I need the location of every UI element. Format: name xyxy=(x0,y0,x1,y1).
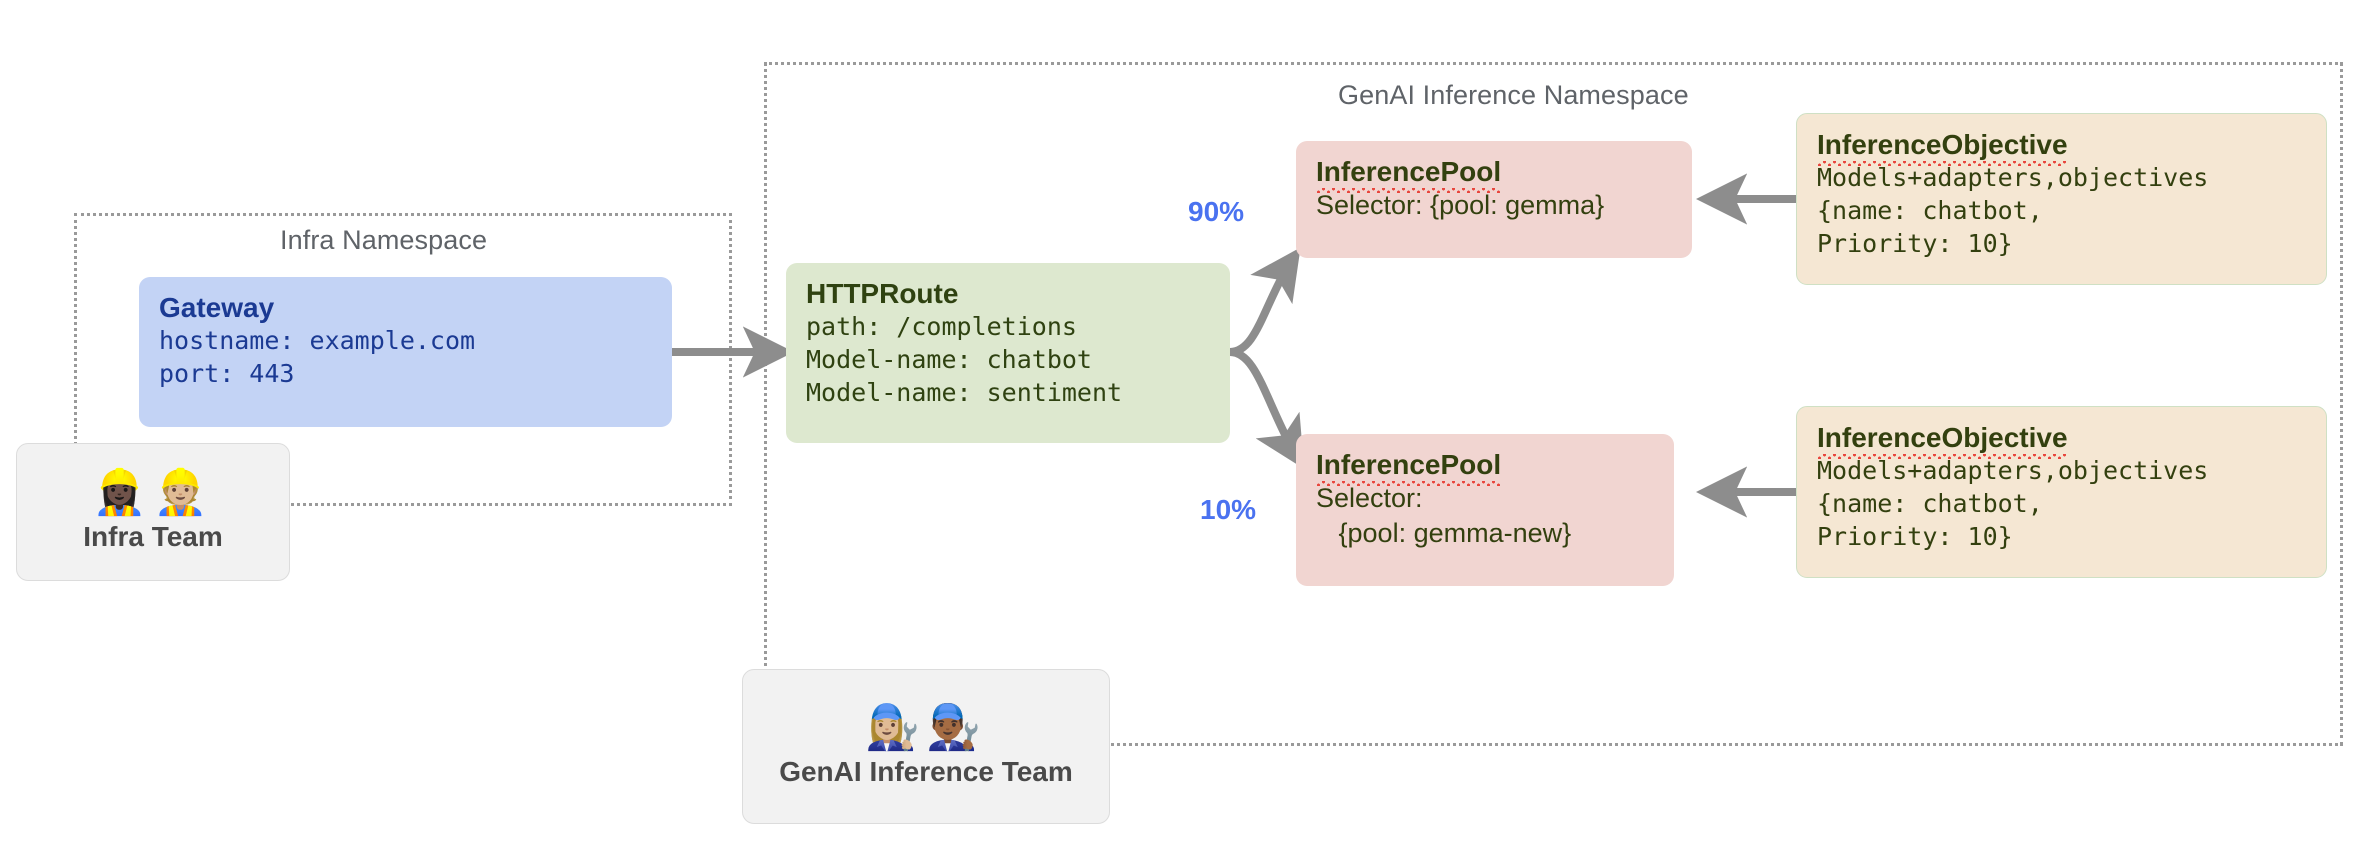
node-httproute-title: HTTPRoute xyxy=(806,278,959,309)
spellcheck-underline: InferenceObjective xyxy=(1817,129,2068,167)
spellcheck-underline: InferenceObjective xyxy=(1817,422,2068,460)
node-inferenceobjective-top[interactable]: InferenceObjective Models+adapters,objec… xyxy=(1796,113,2327,285)
node-inferencepool-gemma-new-body: Selector: {pool: gemma-new} xyxy=(1316,483,1572,549)
infra-namespace-title: Infra Namespace xyxy=(280,225,488,255)
genai-team-label: GenAI Inference Team xyxy=(779,755,1073,787)
node-inferenceobjective-bottom[interactable]: InferenceObjective Models+adapters,objec… xyxy=(1796,406,2327,578)
infra-team-label: Infra Team xyxy=(83,521,223,552)
node-inferencepool-gemma-body: Selector: {pool: gemma} xyxy=(1316,190,1605,221)
team-chip-genai[interactable]: 👩🏼‍🔧👨🏾‍🔧 GenAI Inference Team xyxy=(742,669,1110,824)
node-inferenceobjective-bottom-body: Models+adapters,objectives {name: chatbo… xyxy=(1817,456,2209,552)
node-inferencepool-gemma-title: InferencePool xyxy=(1316,155,1672,194)
node-inferenceobjective-top-title: InferenceObjective xyxy=(1817,128,2306,167)
node-inferencepool-gemma[interactable]: InferencePool Selector: {pool: gemma} xyxy=(1296,141,1692,258)
node-gateway-title: Gateway xyxy=(159,292,275,323)
genai-namespace-boundary xyxy=(764,62,2343,746)
infra-namespace-boundary xyxy=(74,213,732,506)
node-httproute-body: path: /completions Model-name: chatbot M… xyxy=(806,312,1123,408)
genai-namespace-title: GenAI Inference Namespace xyxy=(1338,80,1689,110)
node-inferenceobjective-top-body: Models+adapters,objectives {name: chatbo… xyxy=(1817,163,2209,259)
node-inferenceobjective-bottom-title: InferenceObjective xyxy=(1817,421,2306,460)
team-chip-infra[interactable]: 👷🏿‍♀️👷🏼 Infra Team xyxy=(16,443,290,581)
weight-label-10: 10% xyxy=(1200,494,1257,525)
node-inferencepool-gemma-new-title: InferencePool xyxy=(1316,448,1654,487)
node-inferencepool-gemma-new[interactable]: InferencePool Selector: {pool: gemma-new… xyxy=(1296,434,1674,586)
spellcheck-underline: InferencePool xyxy=(1316,156,1502,194)
genai-team-avatars: 👩🏼‍🔧👨🏾‍🔧 xyxy=(865,702,987,752)
node-httproute[interactable]: HTTPRoute path: /completions Model-name:… xyxy=(786,263,1230,443)
infra-team-avatars: 👷🏿‍♀️👷🏼 xyxy=(92,468,214,517)
node-gateway[interactable]: Gateway hostname: example.com port: 443 xyxy=(139,277,672,427)
weight-label-90: 90% xyxy=(1188,196,1245,227)
node-gateway-body: hostname: example.com port: 443 xyxy=(159,326,476,389)
spellcheck-underline: InferencePool xyxy=(1316,449,1502,487)
